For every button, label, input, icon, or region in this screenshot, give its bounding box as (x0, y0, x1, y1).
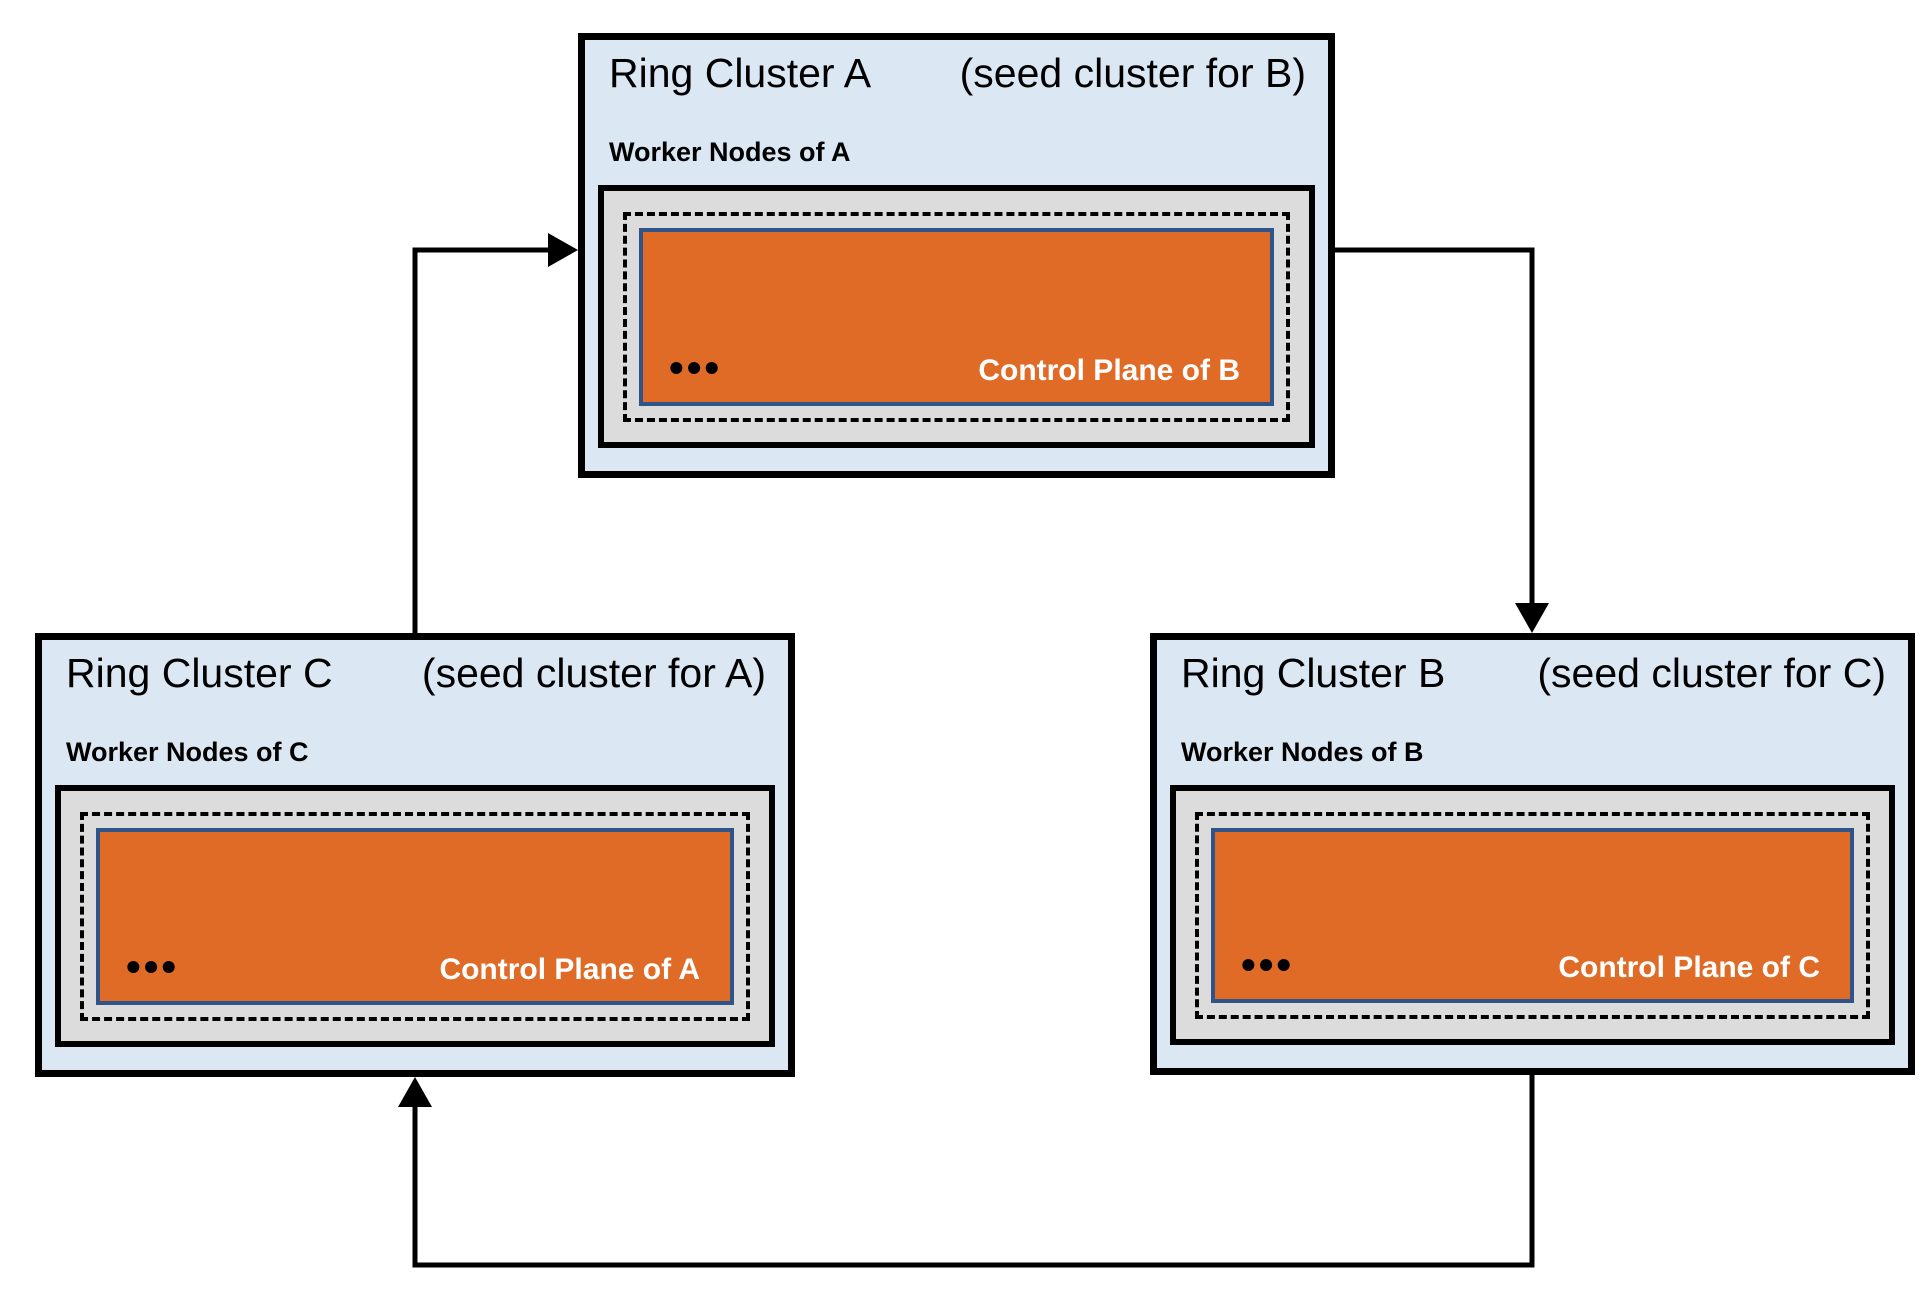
arrow-c-to-a (412, 233, 578, 633)
cluster-a-worker-nodes-label: Worker Nodes of A (609, 137, 851, 167)
ellipsis-dots: ••• (669, 343, 723, 391)
arrowhead-down (1515, 603, 1549, 633)
cluster-a-dashed-region: ••• Control Plane of B (623, 212, 1290, 422)
cluster-a-title-row: Ring Cluster A (seed cluster for B) (609, 50, 1306, 97)
arrow-a-to-b (1335, 247, 1549, 633)
cluster-c-hosted-control-plane-box: ••• Control Plane of A (96, 828, 734, 1005)
cluster-c: Ring Cluster C (seed cluster for A) Work… (35, 633, 795, 1077)
cluster-c-worker-nodes-box: ••• Control Plane of A (55, 785, 775, 1047)
ellipsis-dots: ••• (126, 942, 180, 990)
cluster-b-control-plane-label: Control Plane of C (1558, 951, 1820, 984)
cluster-c-name: Ring Cluster C (66, 650, 333, 696)
cluster-b-seed-note: (seed cluster for C) (1537, 650, 1886, 696)
cluster-b-name: Ring Cluster B (1181, 650, 1446, 696)
arrowhead-up (398, 1077, 432, 1107)
cluster-c-worker-nodes-label: Worker Nodes of C (66, 737, 309, 767)
cluster-c-control-plane-label: Control Plane of A (439, 953, 700, 986)
cluster-c-title-row: Ring Cluster C (seed cluster for A) (66, 650, 766, 697)
cluster-a-hosted-control-plane-box: ••• Control Plane of B (639, 228, 1274, 406)
cluster-b-worker-nodes-label: Worker Nodes of B (1181, 737, 1424, 767)
cluster-b-title-row: Ring Cluster B (seed cluster for C) (1181, 650, 1886, 697)
ellipsis-dots: ••• (1241, 940, 1295, 988)
cluster-b-worker-nodes-box: ••• Control Plane of C (1170, 785, 1895, 1045)
arrowhead-right (548, 233, 578, 267)
cluster-a-worker-nodes-box: ••• Control Plane of B (598, 185, 1315, 448)
cluster-a-seed-note: (seed cluster for B) (959, 50, 1306, 96)
cluster-b-hosted-control-plane-box: ••• Control Plane of C (1211, 828, 1854, 1003)
cluster-c-dashed-region: ••• Control Plane of A (80, 812, 750, 1021)
cluster-a: Ring Cluster A (seed cluster for B) Work… (578, 33, 1335, 478)
cluster-c-seed-note: (seed cluster for A) (421, 650, 766, 696)
cluster-a-name: Ring Cluster A (609, 50, 872, 96)
arrow-b-to-c (398, 1075, 1535, 1268)
cluster-b-dashed-region: ••• Control Plane of C (1195, 812, 1870, 1019)
cluster-b: Ring Cluster B (seed cluster for C) Work… (1150, 633, 1915, 1075)
cluster-a-control-plane-label: Control Plane of B (978, 354, 1240, 387)
